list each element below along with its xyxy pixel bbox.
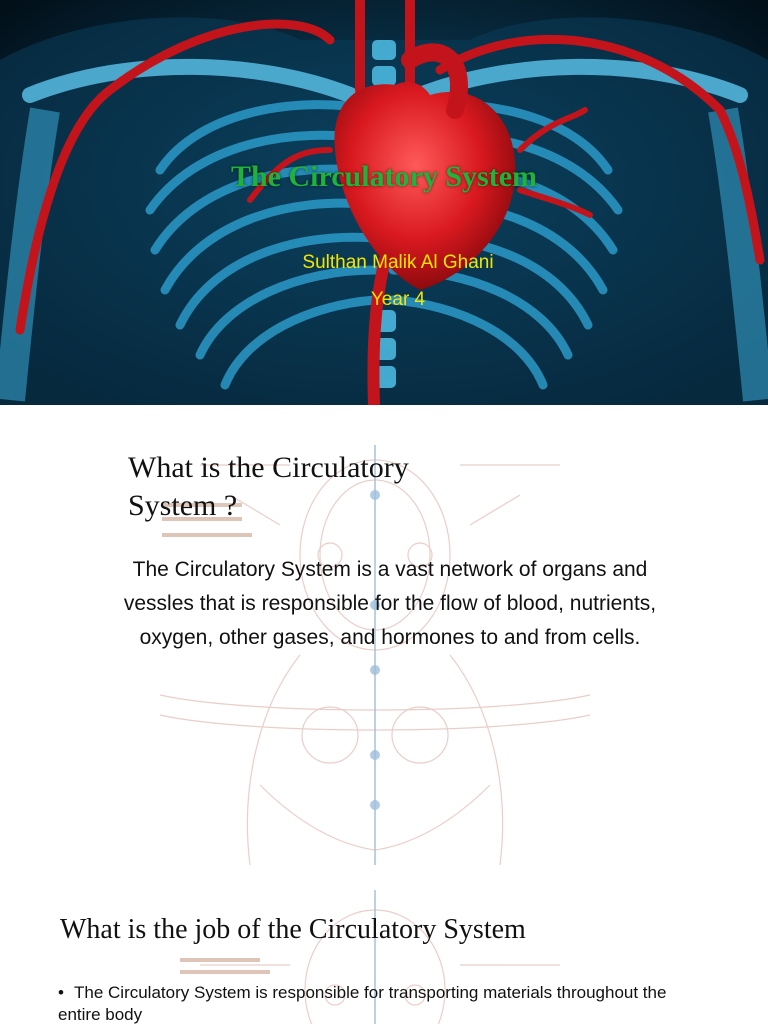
job-bullet: •The Circulatory System is responsible f… xyxy=(58,982,698,1024)
job-heading: What is the job of the Circulatory Syste… xyxy=(60,914,526,945)
definition-slide: What is the Circulatory System ? The Cir… xyxy=(0,405,768,870)
definition-heading: What is the Circulatory System ? xyxy=(128,451,409,522)
slide-title: The Circulatory System xyxy=(230,160,538,193)
job-bullet-text: The Circulatory System is responsible fo… xyxy=(58,983,667,1024)
tibetan-anatomy-chart-watermark xyxy=(159,445,591,866)
chest-anatomy-illustration xyxy=(0,0,768,405)
definition-text: The Circulatory System is a vast network… xyxy=(123,558,657,649)
title-slide: The Circulatory System Sulthan Malik Al … xyxy=(0,0,768,405)
job-slide: What is the job of the Circulatory Syste… xyxy=(0,870,768,1024)
author-name: Sulthan Malik Al Ghani xyxy=(302,252,494,273)
tibetan-anatomy-chart-watermark xyxy=(180,890,560,1024)
year-label: Year 4 xyxy=(370,289,426,310)
bullet-icon: • xyxy=(58,983,64,1002)
